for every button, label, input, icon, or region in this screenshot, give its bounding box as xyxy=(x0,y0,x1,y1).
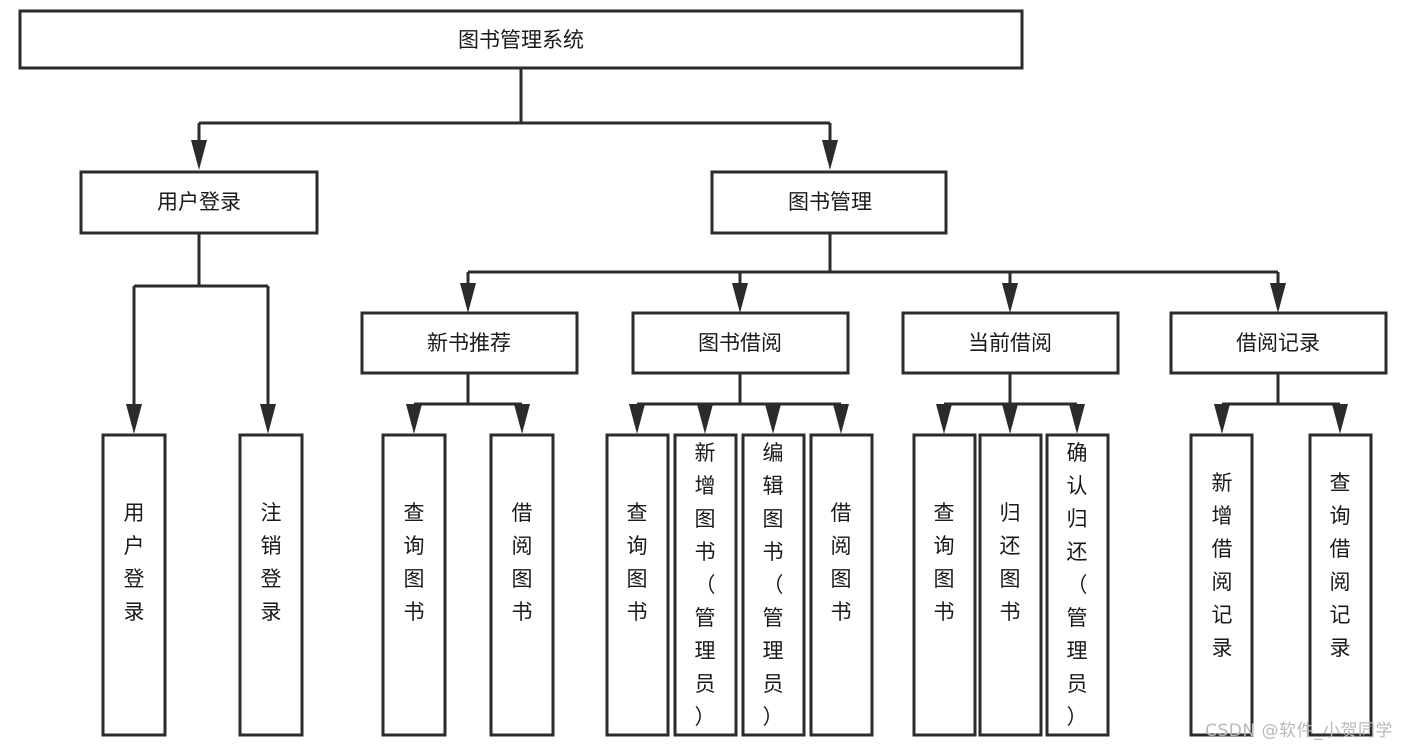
node-box[interactable] xyxy=(1045,433,1110,737)
node-label: 查询图书 xyxy=(627,501,648,624)
node-box[interactable] xyxy=(489,433,555,737)
arrow-icon xyxy=(460,283,476,313)
connector-bookmgmt-to-level3 xyxy=(460,233,1286,313)
node-box[interactable] xyxy=(741,433,806,737)
node-label: 图书管理 xyxy=(788,190,872,214)
arrow-icon xyxy=(822,140,838,170)
node-box[interactable] xyxy=(1189,433,1254,737)
node-box[interactable] xyxy=(360,311,579,375)
node-box[interactable] xyxy=(978,433,1043,737)
connector-records-to-leaves xyxy=(1214,373,1348,434)
node-label: 图书管理系统 xyxy=(458,28,584,52)
node-box[interactable] xyxy=(18,9,1024,70)
node-box[interactable] xyxy=(912,433,977,737)
arrow-icon xyxy=(697,404,713,434)
arrow-icon xyxy=(260,404,276,434)
node-leaf-add-book-admin[interactable]: 新增图书（管理员） xyxy=(673,433,738,737)
node-label: 查询图书 xyxy=(404,501,425,624)
arrow-icon xyxy=(191,140,207,170)
node-book-borrow[interactable]: 图书借阅 xyxy=(631,311,850,375)
node-leaf-borrow-book-borrow[interactable]: 借阅图书 xyxy=(809,433,874,737)
node-leaf-query-book-current[interactable]: 查询图书 xyxy=(912,433,977,737)
arrow-icon xyxy=(1002,283,1018,313)
connector-current-to-leaves xyxy=(936,373,1085,434)
arrow-icon xyxy=(629,404,645,434)
node-label: 图书借阅 xyxy=(698,331,782,355)
node-label: 注销登录 xyxy=(261,501,282,624)
connector-root-to-level2 xyxy=(191,68,838,170)
arrow-icon xyxy=(406,404,422,434)
node-box[interactable] xyxy=(1169,311,1388,375)
arrow-icon xyxy=(1214,404,1230,434)
node-label: 新增借阅记录 xyxy=(1212,471,1233,660)
node-box[interactable] xyxy=(901,311,1120,375)
node-book-management[interactable]: 图书管理 xyxy=(710,170,948,235)
arrow-icon xyxy=(936,404,952,434)
arrow-icon xyxy=(1270,283,1286,313)
node-leaf-logout[interactable]: 注销登录 xyxy=(238,433,304,737)
node-box[interactable] xyxy=(673,433,738,737)
node-box[interactable] xyxy=(1308,433,1373,737)
node-box[interactable] xyxy=(101,433,167,737)
node-leaf-return-book[interactable]: 归还图书 xyxy=(978,433,1043,737)
node-label: 查询借阅记录 xyxy=(1330,471,1351,660)
node-borrow-records[interactable]: 借阅记录 xyxy=(1169,311,1388,375)
arrow-icon xyxy=(765,404,781,434)
connector-newbook-to-leaves xyxy=(406,373,530,434)
arrow-icon xyxy=(1069,404,1085,434)
csdn-watermark: CSDN @软件_小贺同学 xyxy=(1205,721,1393,741)
node-leaf-user-login[interactable]: 用户登录 xyxy=(101,433,167,737)
node-current-borrow[interactable]: 当前借阅 xyxy=(901,311,1120,375)
connector-userlogin-to-leaves xyxy=(126,233,276,434)
node-leaf-borrow-book-rec[interactable]: 借阅图书 xyxy=(489,433,555,737)
node-box[interactable] xyxy=(238,433,304,737)
arrow-icon xyxy=(514,404,530,434)
node-box[interactable] xyxy=(809,433,874,737)
node-new-book-recommend[interactable]: 新书推荐 xyxy=(360,311,579,375)
node-box[interactable] xyxy=(605,433,670,737)
connector-borrow-to-leaves xyxy=(629,373,849,434)
node-label: 查询图书 xyxy=(934,501,955,624)
arrow-icon xyxy=(732,283,748,313)
arrow-icon xyxy=(833,404,849,434)
node-leaf-query-borrow-record[interactable]: 查询借阅记录 xyxy=(1308,433,1373,737)
node-label: 新增图书（管理员） xyxy=(695,441,716,729)
node-label: 归还图书 xyxy=(1000,501,1021,624)
node-label: 当前借阅 xyxy=(968,331,1052,355)
node-label: 确认归还（管理员） xyxy=(1067,441,1088,729)
node-leaf-query-book-rec[interactable]: 查询图书 xyxy=(381,433,447,737)
node-label: 编辑图书（管理员） xyxy=(763,441,784,729)
node-label: 新书推荐 xyxy=(427,331,511,355)
node-box[interactable] xyxy=(631,311,850,375)
arrow-icon xyxy=(126,404,142,434)
node-leaf-add-borrow-record[interactable]: 新增借阅记录 xyxy=(1189,433,1254,737)
node-leaf-query-book-borrow[interactable]: 查询图书 xyxy=(605,433,670,737)
node-label: 借阅图书 xyxy=(512,501,533,624)
node-label: 借阅记录 xyxy=(1236,331,1320,355)
node-leaf-edit-book-admin[interactable]: 编辑图书（管理员） xyxy=(741,433,806,737)
node-root-system[interactable]: 图书管理系统 xyxy=(18,9,1024,70)
node-label: 借阅图书 xyxy=(831,501,852,624)
node-user-login[interactable]: 用户登录 xyxy=(79,170,319,235)
node-label: 用户登录 xyxy=(124,501,145,624)
node-label: 用户登录 xyxy=(157,190,241,214)
node-box[interactable] xyxy=(79,170,319,235)
arrow-icon xyxy=(1332,404,1348,434)
arrow-icon xyxy=(1002,404,1018,434)
node-leaf-confirm-return-admin[interactable]: 确认归还（管理员） xyxy=(1045,433,1110,737)
node-box[interactable] xyxy=(710,170,948,235)
node-box[interactable] xyxy=(381,433,447,737)
